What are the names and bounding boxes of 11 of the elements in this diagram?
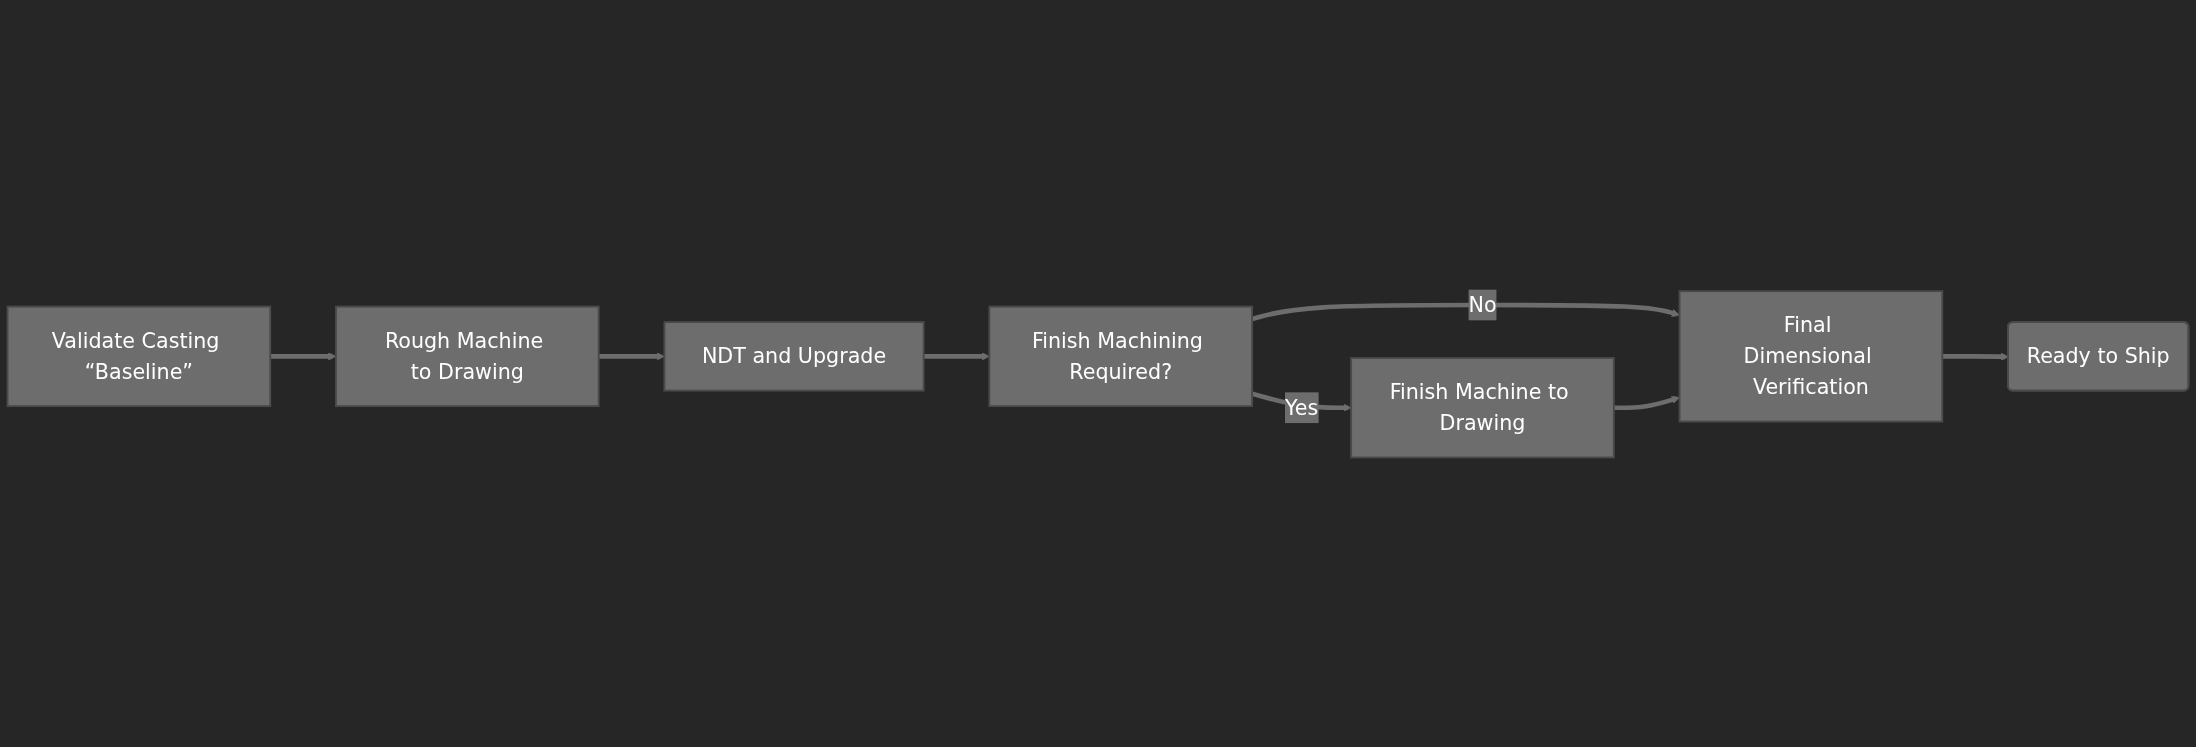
arrow [1613,395,1680,411]
node-box: Rough Machine to Drawing [335,305,600,408]
node-box: Validate Casting “Baseline” [6,305,272,408]
edge-label: Yes [1284,396,1319,420]
arrow [923,352,990,361]
node-box: NDT and Upgrade [663,321,925,392]
node-box: Finish Machining Required? [988,305,1254,408]
node-box: Final Dimensional Verification [1678,290,1944,423]
node-box: Finish Machine to Drawing [1350,357,1615,459]
arrow [598,352,665,361]
edge-label: No [1468,293,1497,317]
